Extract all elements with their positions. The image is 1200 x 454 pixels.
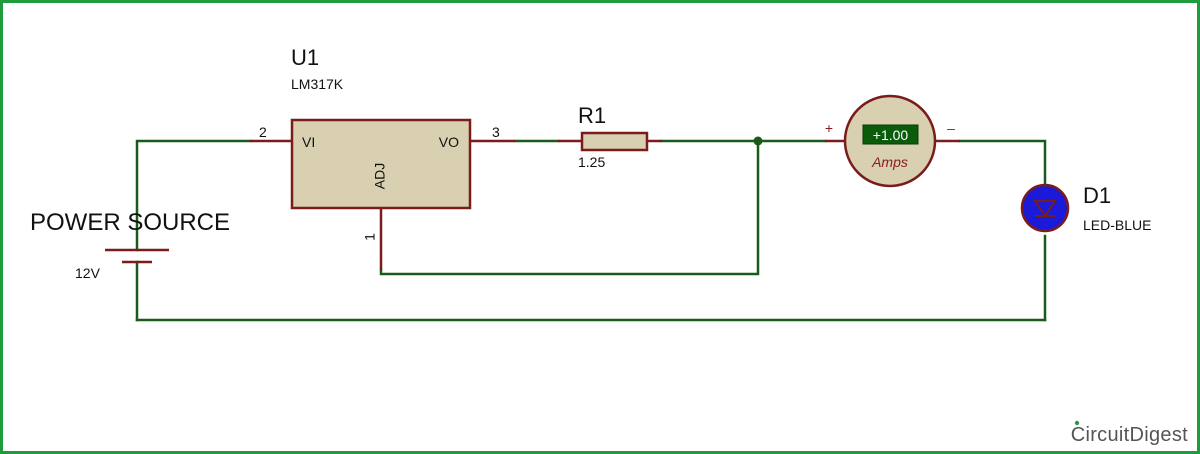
wire-battery-to-vi — [135, 139, 252, 252]
resistor-r1: R1 1.25 — [558, 103, 662, 170]
pin-vi-label: VI — [302, 134, 315, 150]
brand-text: CircuitDigest — [1071, 424, 1188, 446]
ammeter-display — [862, 124, 919, 145]
brand-part-digest: Digest — [1130, 424, 1189, 446]
wire-junction — [753, 136, 763, 146]
led-d1: D1 LED-BLUE — [1020, 183, 1151, 233]
resistor-body — [580, 131, 649, 152]
wires — [135, 139, 1047, 322]
resistor-ref: R1 — [578, 103, 606, 128]
regulator-u1: U1 LM317K VI VO ADJ 2 3 1 — [250, 45, 515, 270]
power-source: POWER SOURCE 12V — [30, 209, 230, 281]
led-ref: D1 — [1083, 183, 1111, 208]
ammeter-plus-sign: + — [825, 120, 833, 136]
led-part: LED-BLUE — [1083, 217, 1151, 233]
led-diode-symbol — [1033, 200, 1057, 218]
pin-vo-number: 3 — [492, 124, 500, 140]
pin-adj-number: 1 — [362, 233, 378, 241]
pin-vi-number: 2 — [259, 124, 267, 140]
brand-accent-dot — [1074, 420, 1080, 426]
battery-voltage: 12V — [75, 265, 101, 281]
led-body — [1020, 183, 1070, 233]
regulator-ref: U1 — [291, 45, 319, 70]
regulator-part: LM317K — [291, 76, 344, 92]
circuitdigest-logo: CircuitDigest — [1071, 420, 1188, 446]
wire-meter-to-led — [958, 139, 1047, 188]
power-source-label: POWER SOURCE — [30, 209, 230, 236]
pin-vo-label: VO — [439, 134, 459, 150]
ammeter-minus-sign: – — [947, 120, 955, 136]
wire-adj-feedback — [379, 139, 760, 276]
regulator-body — [290, 118, 472, 210]
resistor-value: 1.25 — [578, 154, 605, 170]
ammeter-reading: +1.00 — [873, 127, 909, 143]
ammeter-unit: Amps — [871, 154, 908, 170]
ammeter: +1.00 Amps + – — [825, 94, 960, 188]
pin-adj-label: ADJ — [372, 163, 388, 189]
brand-part-circuit: Circuit — [1071, 424, 1130, 446]
